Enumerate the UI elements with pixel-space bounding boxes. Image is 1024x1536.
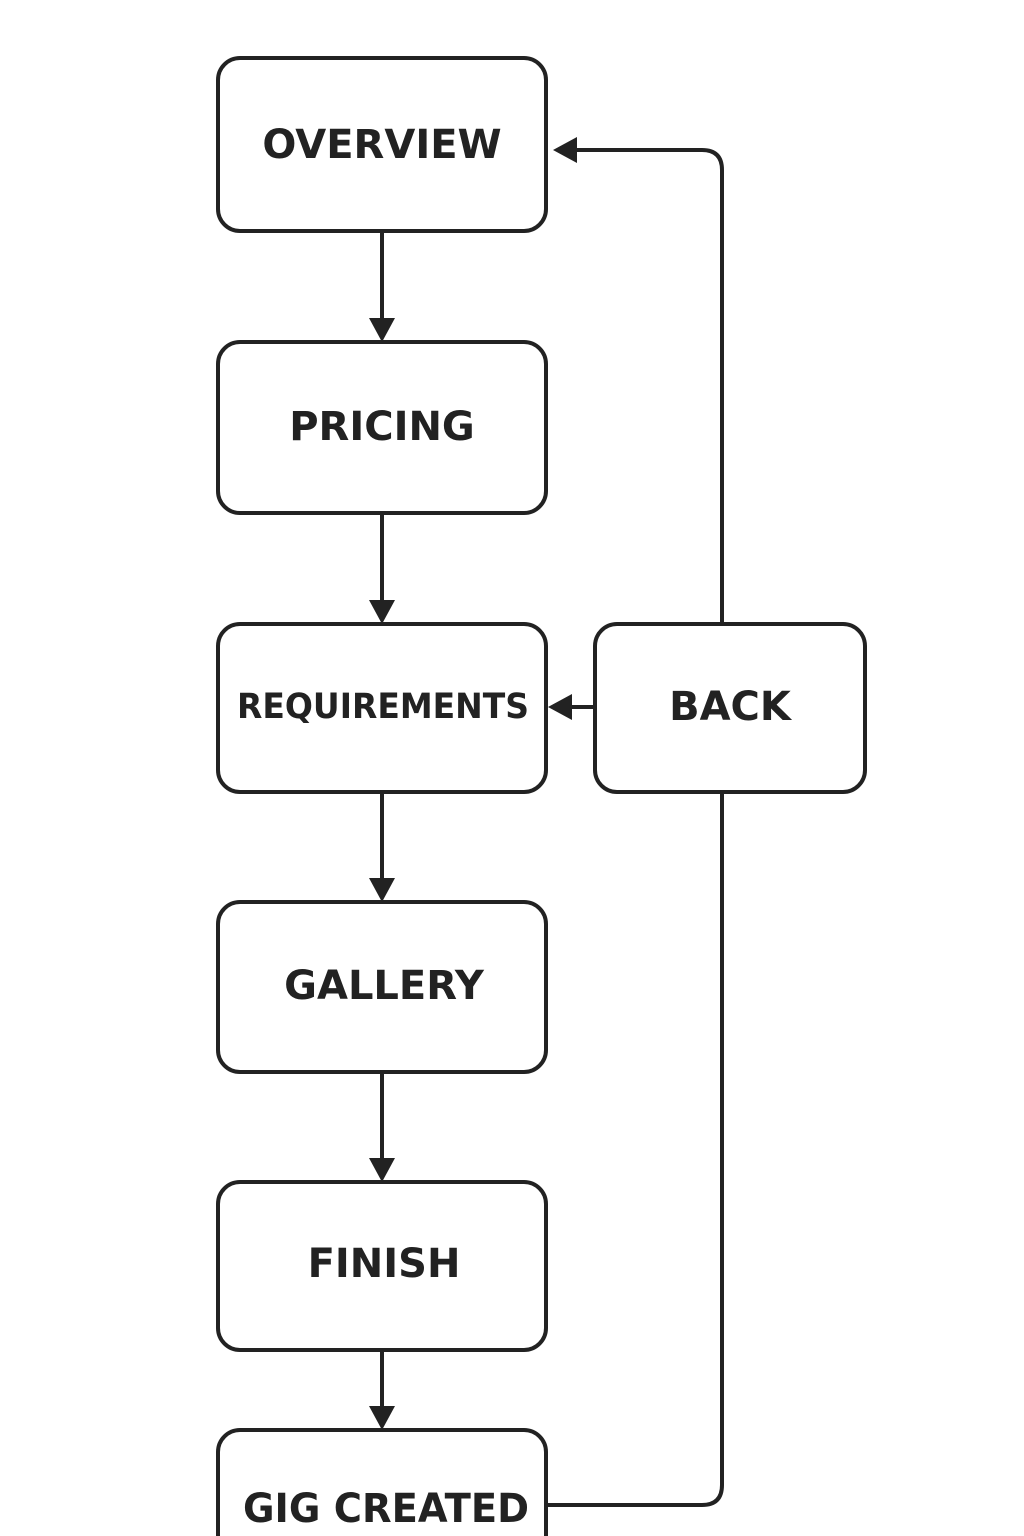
node-gallery-label: GALLERY xyxy=(284,963,485,1009)
node-gallery[interactable]: GALLERY xyxy=(216,900,548,1074)
edge-back-to-overview xyxy=(575,148,724,624)
node-finish-label: FINISH xyxy=(308,1241,461,1287)
node-pricing-label: PRICING xyxy=(289,404,475,450)
node-gig-created-box xyxy=(216,1428,548,1536)
arrowhead-overview xyxy=(553,137,577,163)
node-finish[interactable]: FINISH xyxy=(216,1180,548,1352)
node-finish-box xyxy=(216,1180,548,1352)
node-gallery-box xyxy=(216,900,548,1074)
node-pricing[interactable]: PRICING xyxy=(216,340,548,515)
edges xyxy=(369,137,724,1507)
node-requirements-box xyxy=(216,622,548,794)
arrowhead-pricing xyxy=(369,318,395,342)
arrowhead-gallery xyxy=(369,878,395,902)
node-overview-box xyxy=(216,56,548,233)
arrowhead-gig-created xyxy=(369,1406,395,1430)
node-back-box xyxy=(593,622,867,794)
node-back[interactable]: BACK xyxy=(593,622,867,794)
node-back-label: BACK xyxy=(669,684,793,730)
edge-gig-created-to-back xyxy=(546,793,724,1507)
node-overview[interactable]: OVERVIEW xyxy=(216,56,548,233)
node-requirements[interactable]: REQUIREMENTS xyxy=(216,622,548,794)
node-gig-created-label: GIG CREATED xyxy=(243,1486,529,1532)
node-gig-created[interactable]: GIG CREATED xyxy=(216,1428,548,1536)
node-overview-label: OVERVIEW xyxy=(262,122,501,168)
arrowhead-requirements xyxy=(369,600,395,624)
node-pricing-box xyxy=(216,340,548,515)
arrowhead-requirements-side xyxy=(548,694,572,720)
node-requirements-label: REQUIREMENTS xyxy=(237,687,529,727)
arrowhead-finish xyxy=(369,1158,395,1182)
